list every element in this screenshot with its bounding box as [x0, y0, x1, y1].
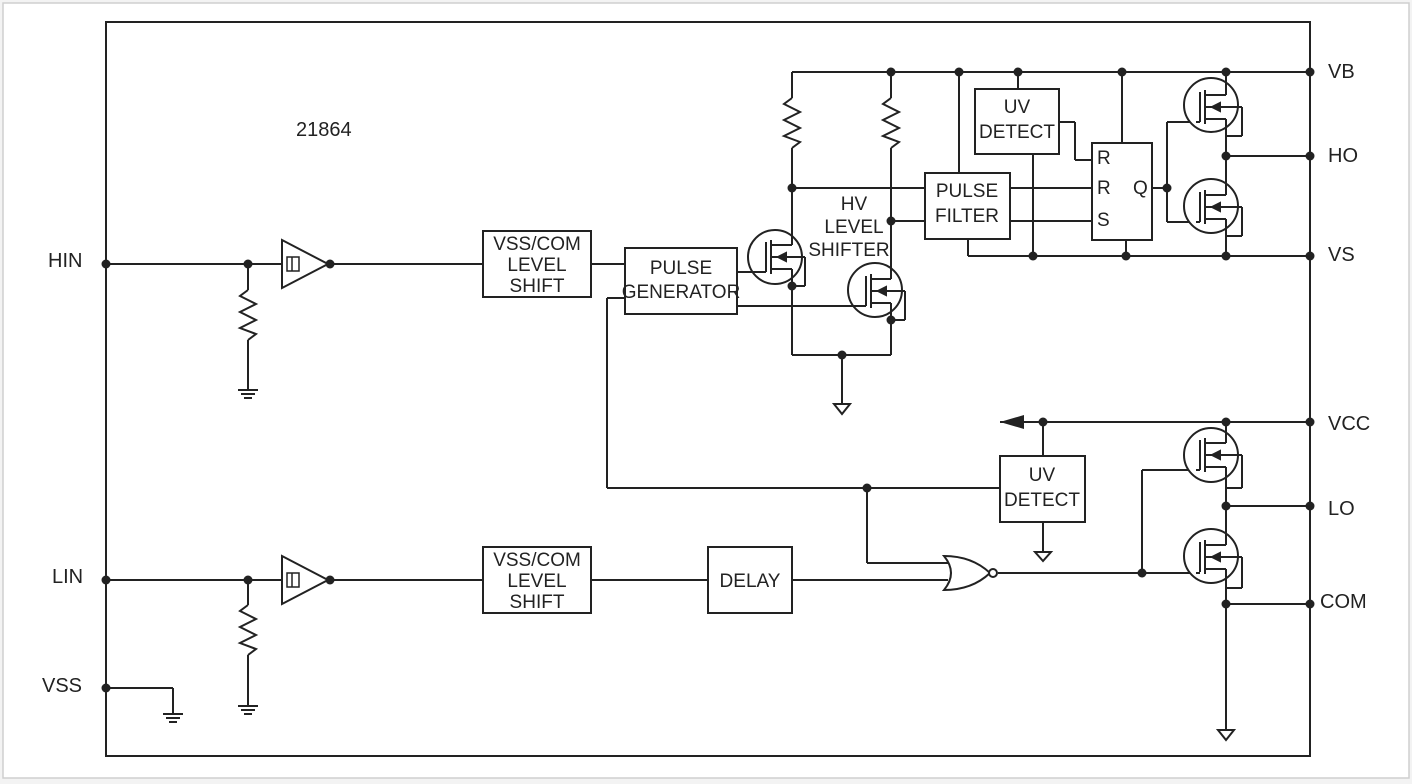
pulse-generator-line-1: PULSE: [650, 258, 712, 279]
uv-detect-lo-box: [999, 455, 1086, 523]
pulse-generator-line-2: GENERATOR: [622, 282, 741, 303]
chip-outline: [105, 21, 1311, 757]
pulse-generator-box: [624, 247, 738, 315]
junction-dots: [101, 67, 1315, 693]
level-shift-hi-box: [482, 230, 592, 298]
pin-lin-label: LIN: [52, 566, 83, 588]
pin-vs-label: VS: [1328, 244, 1355, 266]
nor-gate: [941, 554, 998, 592]
mosfet-ho-high: [1183, 77, 1243, 137]
buffer-lin: [281, 554, 331, 606]
latch-s-label: S: [1097, 210, 1110, 231]
mosfet-ho-low: [1183, 178, 1243, 237]
mosfets: [747, 77, 1243, 589]
mosfet-lo-low: [1183, 528, 1243, 589]
pin-vcc-label: VCC: [1328, 413, 1370, 435]
resistors: [237, 97, 902, 656]
pin-vss-label: VSS: [42, 675, 82, 697]
latch-box: [1091, 142, 1153, 241]
hv-shifter-line-3: SHIFTER: [808, 240, 889, 261]
pulse-filter-box: [924, 172, 1011, 240]
level-shift-hi-line-3: SHIFT: [510, 276, 565, 297]
uv-detect-lo-line-1: UV: [1029, 465, 1056, 486]
latch-r2-label: R: [1097, 178, 1111, 199]
hv-shifter-line-1: HV: [841, 194, 868, 215]
uv-detect-hi-line-1: UV: [1004, 97, 1031, 118]
level-shift-lo-line-2: LEVEL: [507, 571, 566, 592]
pin-hin-label: HIN: [48, 250, 82, 272]
latch-r1-label: R: [1097, 148, 1111, 169]
vcc-arrow: [1000, 415, 1024, 429]
pulse-filter-line-1: PULSE: [936, 181, 998, 202]
level-shift-hi-line-1: VSS/COM: [493, 234, 581, 255]
uv-detect-hi-box: [974, 88, 1060, 155]
pin-lo-label: LO: [1328, 498, 1355, 520]
uv-detect-lo-line-2: DETECT: [1004, 490, 1080, 511]
level-shift-hi-line-2: LEVEL: [507, 255, 566, 276]
pin-vb-label: VB: [1328, 61, 1355, 83]
level-shift-lo-line-1: VSS/COM: [493, 550, 581, 571]
mosfet-hv-1: [747, 229, 806, 286]
latch-q-label: Q: [1133, 178, 1148, 199]
level-shift-lo-box: [482, 546, 592, 614]
delay-label: DELAY: [720, 571, 781, 592]
ground-symbols: [163, 389, 1237, 742]
hv-shifter-line-2: LEVEL: [824, 217, 883, 238]
uv-detect-hi-line-2: DETECT: [979, 122, 1055, 143]
pulse-filter-line-2: FILTER: [935, 206, 999, 227]
mosfet-lo-high: [1183, 427, 1243, 489]
level-shift-lo-line-3: SHIFT: [510, 592, 565, 613]
pin-ho-label: HO: [1328, 145, 1358, 167]
pin-com-label: COM: [1320, 591, 1367, 613]
wires: [106, 71, 1310, 730]
buffer-hin: [281, 238, 331, 290]
part-number: 21864: [296, 119, 352, 141]
delay-box: [707, 546, 793, 614]
mosfet-hv-2: [847, 262, 906, 320]
